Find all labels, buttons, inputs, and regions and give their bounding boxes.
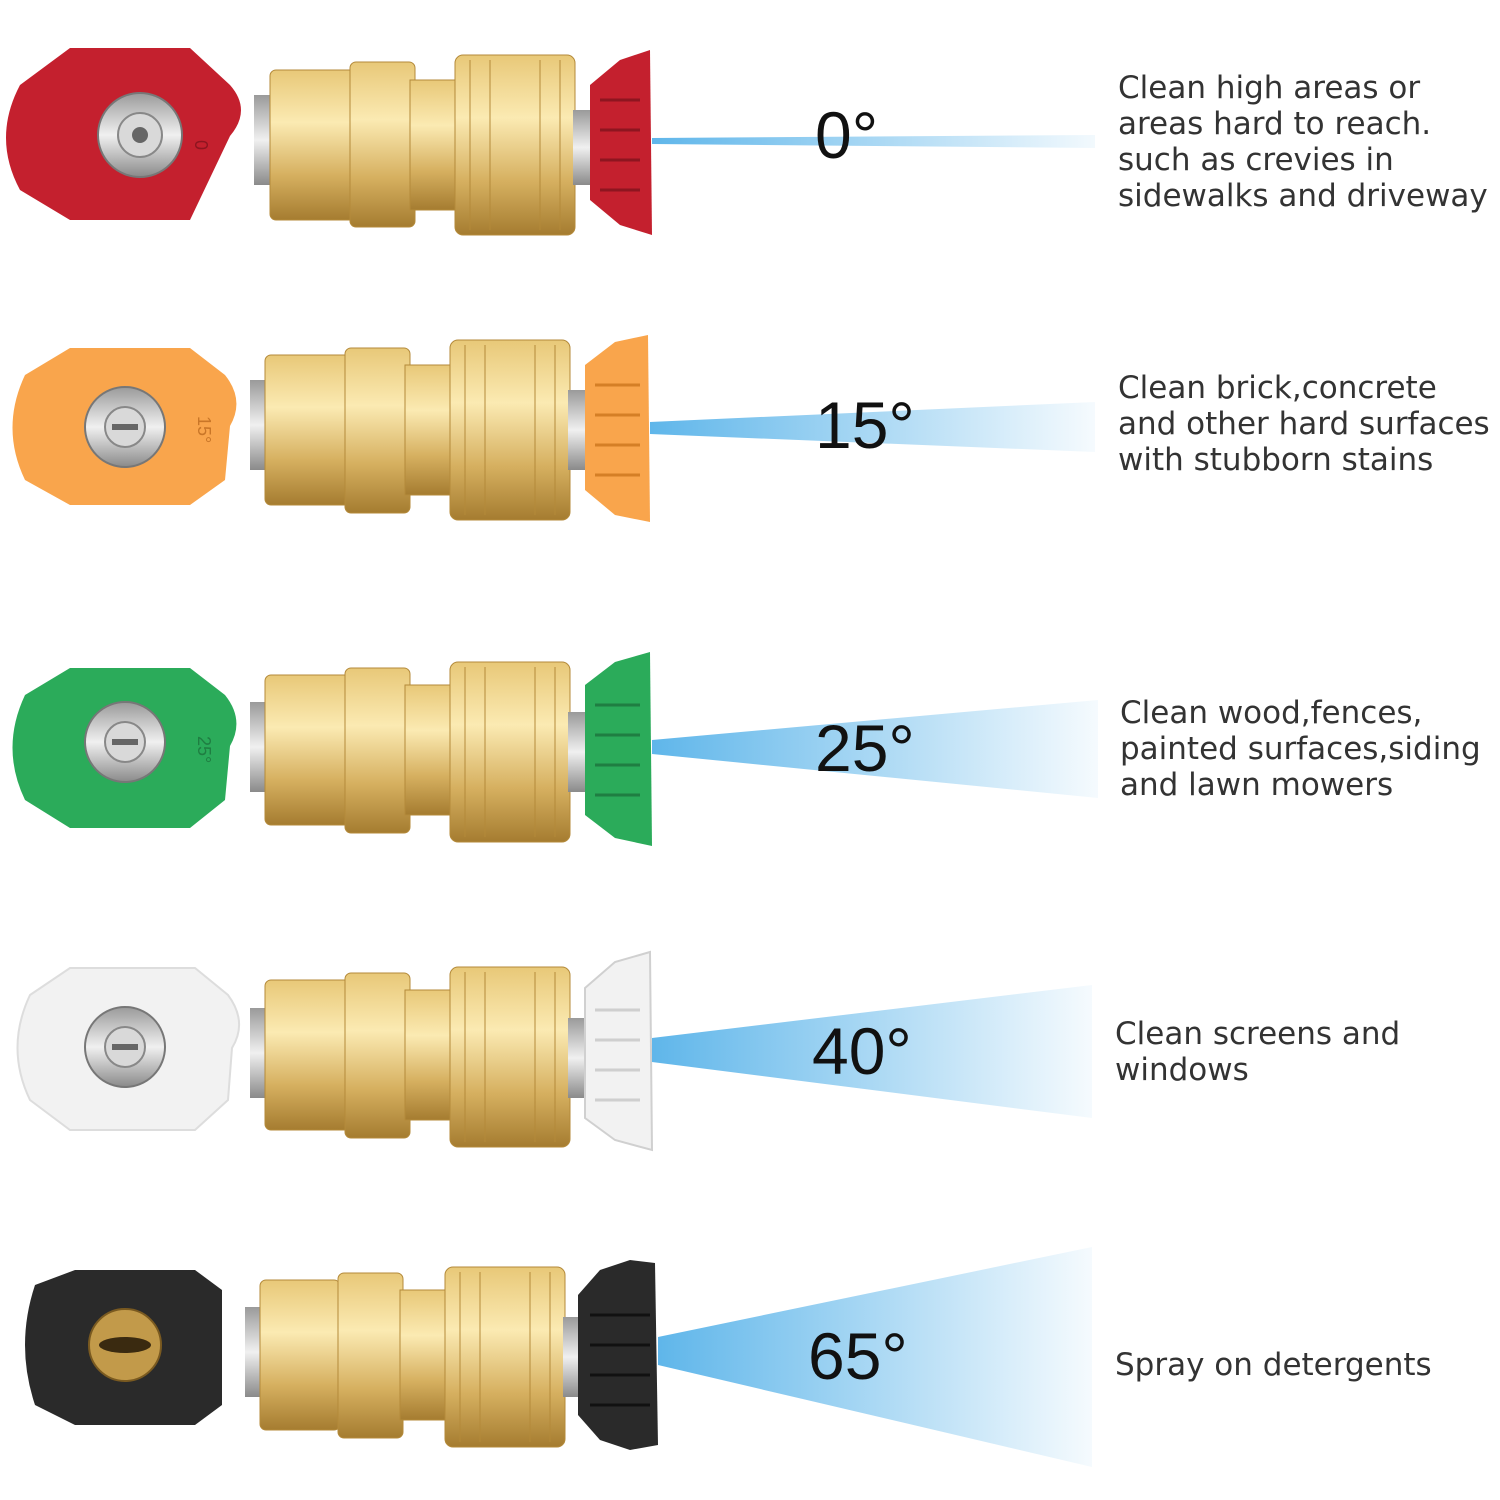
usage-description: Clean wood,fences, painted surfaces,sidi… [1120, 695, 1481, 803]
nozzle-row-40deg: 40° Clean screens and windows [0, 950, 1500, 1170]
brass-hex [259, 1279, 341, 1431]
tip-cap-side [578, 1260, 658, 1450]
usage-description: Spray on detergents [1115, 1347, 1432, 1383]
brass-hex [264, 674, 351, 826]
tip-cap-side [585, 335, 650, 522]
spray-angle-label: 40° [812, 1014, 912, 1088]
spray-angle-label: 25° [815, 711, 915, 785]
brass-hex [264, 979, 351, 1131]
tip-cap-side [585, 652, 652, 846]
usage-description: Clean high areas or areas hard to reach.… [1118, 70, 1488, 214]
knurled-collar [449, 966, 571, 1148]
tip-cap-side [590, 50, 652, 235]
nozzle-row-0deg: 0 0° Clean high areas or areas hard to r… [0, 40, 1500, 250]
spray-angle-label: 0° [815, 98, 879, 172]
knurled-collar [449, 661, 571, 843]
knurled-collar [454, 54, 576, 236]
tip-cap-side [584, 950, 654, 1152]
spray-fan [652, 700, 1098, 798]
cap-mark: 25° [194, 736, 214, 763]
spray-fan [658, 1247, 1092, 1467]
nozzle-illustration: 25° [12, 652, 1098, 846]
spray-fan [652, 135, 1095, 148]
nozzle-illustration [25, 1247, 1092, 1467]
brass-hex [269, 69, 356, 221]
usage-description: Clean brick,concrete and other hard surf… [1118, 370, 1490, 478]
cap-mark: 15° [194, 416, 214, 443]
spray-angle-label: 65° [808, 1319, 908, 1393]
spray-angle-label: 15° [815, 388, 915, 462]
nozzle-row-65deg: 65° Spray on detergents [0, 1245, 1500, 1475]
knurled-collar [444, 1266, 566, 1448]
nozzle-row-25deg: 25° 25° Clean wood,fences, painted surfa… [0, 650, 1500, 860]
spray-fan [650, 402, 1095, 452]
nozzle-illustration: 15° [12, 335, 1095, 522]
nozzle-illustration: 0 [6, 48, 1095, 236]
nozzle-row-15deg: 15° 15° Clean brick,concrete and other h… [0, 330, 1500, 530]
spray-fan [652, 985, 1092, 1118]
usage-description: Clean screens and windows [1115, 1016, 1401, 1088]
nozzle-illustration [16, 950, 1092, 1152]
brass-hex [264, 354, 351, 506]
cap-mark: 0 [191, 140, 211, 150]
knurled-collar [449, 339, 571, 521]
